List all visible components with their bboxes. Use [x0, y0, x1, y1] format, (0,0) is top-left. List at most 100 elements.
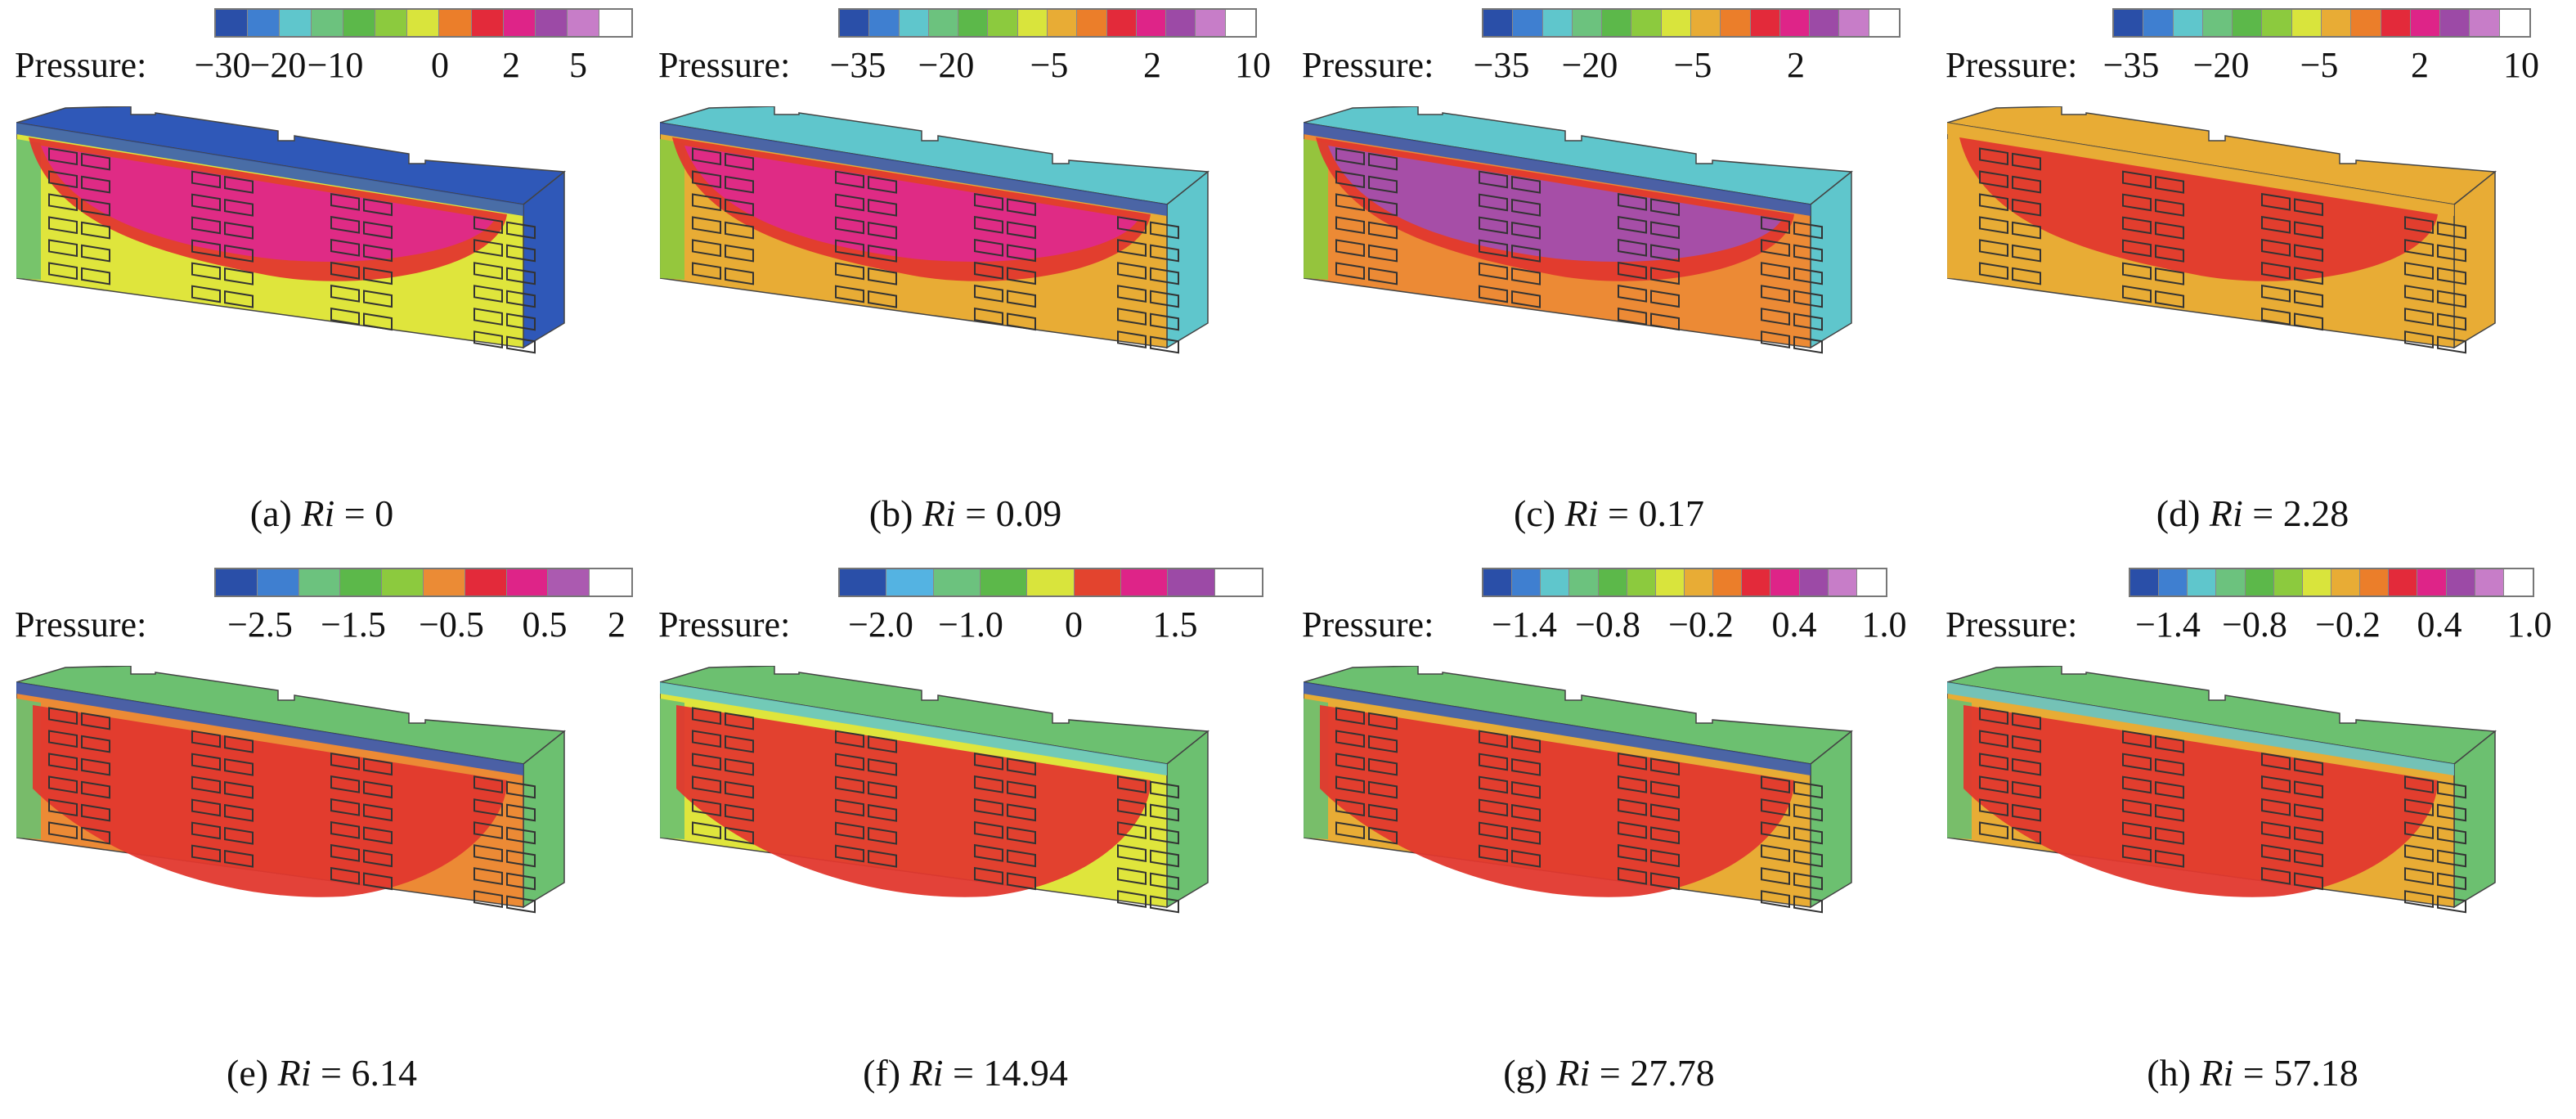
color-swatch: [840, 10, 870, 36]
window-opening: [868, 244, 897, 263]
color-swatch: [2360, 569, 2390, 595]
color-swatch: [1047, 10, 1078, 36]
legend-tick: 1.0: [1861, 604, 1907, 645]
window-opening: [1368, 244, 1398, 263]
window-opening: [2122, 262, 2152, 281]
window-opening: [2261, 820, 2291, 839]
window-opening: [1761, 890, 1790, 908]
color-swatch: [1166, 10, 1196, 36]
legend-tick: 2: [2411, 45, 2429, 85]
window-opening: [2122, 844, 2152, 863]
window-opening: [692, 707, 721, 726]
window-opening: [1007, 312, 1036, 331]
color-scale-bar: [838, 568, 1263, 597]
window-opening: [81, 712, 110, 730]
legend-tick: −20: [918, 45, 975, 85]
window-opening: [868, 757, 897, 776]
window-opening: [1793, 312, 1823, 331]
window-opening: [1650, 803, 1680, 822]
window-opening: [725, 757, 754, 776]
window-opening: [1335, 262, 1365, 281]
legend-tick: 0: [1065, 604, 1083, 645]
window-opening: [835, 239, 864, 258]
window-opening: [835, 193, 864, 212]
color-swatch: [1017, 10, 1048, 36]
window-opening: [363, 780, 393, 799]
window-opening: [363, 221, 393, 240]
window-opening: [224, 290, 254, 308]
window-opening: [363, 872, 393, 891]
roof-edge-band: [660, 682, 1167, 775]
legend-tick: 0.4: [2417, 604, 2462, 645]
window-opening: [974, 775, 1003, 793]
window-opening: [1793, 872, 1823, 891]
window-opening: [1479, 193, 1508, 212]
window-opening: [1793, 290, 1823, 308]
color-swatch: [2389, 569, 2418, 595]
window-opening: [692, 239, 721, 258]
window-opening: [1511, 826, 1541, 845]
window-opening: [974, 820, 1003, 839]
color-swatch: [2331, 569, 2361, 595]
color-swatch: [2130, 569, 2160, 595]
color-scale-bar: [2112, 8, 2531, 38]
window-opening: [1761, 262, 1790, 280]
window-opening: [191, 262, 221, 281]
window-opening: [725, 221, 754, 240]
color-swatch: [2173, 10, 2203, 36]
window-opening: [1368, 735, 1398, 753]
window-opening: [2294, 198, 2323, 217]
window-opening: [2437, 335, 2466, 354]
color-swatch: [2143, 10, 2174, 36]
legend-tick: 10: [1235, 45, 1271, 85]
color-scale-bar: [838, 8, 1257, 38]
legend-tick: 2: [1787, 45, 1805, 85]
window-opening: [506, 895, 536, 914]
color-swatch: [1120, 569, 1169, 595]
window-opening: [224, 244, 254, 263]
window-opening: [2155, 175, 2184, 194]
window-opening: [725, 244, 754, 263]
window-opening: [2404, 308, 2434, 326]
window-opening: [48, 707, 78, 726]
window-opening: [191, 170, 221, 189]
window-opening: [1979, 239, 2008, 258]
window-opening: [868, 826, 897, 845]
window-opening: [506, 221, 536, 240]
window-opening: [473, 216, 503, 234]
window-opening: [81, 221, 110, 240]
color-swatch: [1598, 569, 1627, 595]
legend-label: Pressure:: [1945, 604, 2078, 645]
window-opening: [2437, 221, 2466, 240]
window-opening: [48, 262, 78, 281]
roof-edge-band: [16, 123, 523, 216]
color-swatch: [1770, 569, 1800, 595]
window-opening: [191, 730, 221, 748]
window-opening: [835, 775, 864, 794]
window-opening: [1007, 221, 1036, 240]
window-opening: [2261, 798, 2291, 816]
window-opening: [1511, 849, 1541, 868]
window-opening: [224, 198, 254, 217]
window-opening: [835, 170, 864, 189]
legend-tick: −35: [2103, 45, 2160, 85]
color-swatch: [298, 569, 341, 595]
legend-tick: −5: [1673, 45, 1712, 85]
window-opening: [1511, 175, 1541, 194]
window-opening: [725, 826, 754, 845]
color-swatch: [2291, 10, 2322, 36]
pressure-legend: Pressure: −35 −20 −5 2: [1287, 0, 1931, 106]
window-opening: [224, 221, 254, 240]
window-opening: [191, 285, 221, 303]
color-swatch: [216, 569, 258, 595]
window-opening: [2261, 843, 2291, 862]
window-opening: [1150, 221, 1179, 240]
roof-surface: [1304, 106, 1853, 205]
window-opening: [1979, 730, 2008, 748]
legend-tick: −0.8: [1575, 604, 1640, 645]
window-opening: [2294, 290, 2323, 308]
color-swatch: [1077, 10, 1107, 36]
window-opening: [1007, 849, 1036, 868]
window-opening: [1007, 267, 1036, 285]
color-swatch: [2410, 10, 2441, 36]
